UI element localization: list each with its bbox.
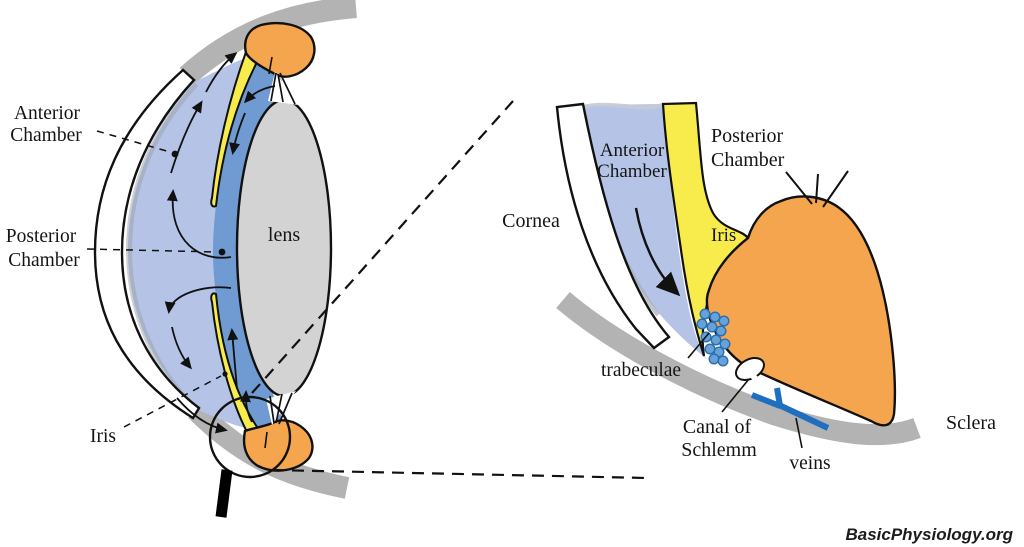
cornea-band bbox=[93, 68, 201, 420]
flow-arrow-to-bottom-angle bbox=[176, 397, 228, 434]
label-posterior-chamber-detail-line2: Chamber bbox=[711, 149, 785, 171]
right-panel-labels: Cornea Anterior Chamber Posterior Chambe… bbox=[502, 125, 996, 474]
label-posterior-chamber-line2: Chamber bbox=[8, 250, 80, 271]
flow-arrow-to-top-angle bbox=[205, 52, 238, 93]
flow-arrow-up-anterior bbox=[170, 100, 203, 174]
magnifier-handle-icon bbox=[215, 469, 233, 518]
flow-loop-upper bbox=[166, 189, 232, 259]
label-anterior-chamber-line1: Anterior bbox=[14, 103, 81, 124]
zoom-connector-lines bbox=[251, 100, 649, 480]
label-iris-detail: Iris bbox=[711, 225, 736, 246]
iris-pointer-dot bbox=[222, 371, 228, 377]
label-trabeculae: trabeculae bbox=[601, 360, 681, 381]
trabecular-meshwork bbox=[696, 308, 731, 367]
label-canal-line1: Canal of bbox=[683, 416, 752, 438]
label-posterior-chamber-line1: Posterior bbox=[6, 226, 77, 247]
sclera-band-detail bbox=[556, 292, 921, 446]
anterior-chamber-dot bbox=[171, 150, 179, 158]
magnifier-circle-icon bbox=[208, 395, 292, 479]
ciliary-body-bottom bbox=[242, 419, 314, 472]
label-iris: Iris bbox=[90, 426, 116, 447]
iris-pointer bbox=[123, 375, 222, 428]
label-lens: lens bbox=[268, 224, 300, 246]
lens-shape bbox=[235, 98, 333, 398]
label-anterior-chamber-detail-line2: Chamber bbox=[597, 161, 667, 182]
left-label-pointers bbox=[86, 130, 222, 428]
right-panel-angle-detail bbox=[555, 101, 921, 449]
left-panel-eye-section bbox=[93, 0, 357, 518]
posterior-chamber-dot bbox=[218, 248, 226, 256]
site-credit: BasicPhysiology.org bbox=[845, 525, 1013, 544]
left-panel-labels: Anterior Chamber Posterior Chamber Iris … bbox=[6, 103, 301, 447]
posterior-chamber-pointer bbox=[86, 248, 218, 253]
veins-pointer bbox=[795, 417, 803, 449]
chamber-top-shading bbox=[582, 102, 663, 110]
label-anterior-chamber-detail-line1: Anterior bbox=[600, 140, 665, 161]
zonule-fibres-detail bbox=[785, 170, 849, 208]
aqueous-flow-arrows bbox=[164, 52, 276, 434]
ciliary-body-top-crease bbox=[268, 56, 273, 75]
label-posterior-chamber-detail-line1: Posterior bbox=[711, 125, 784, 147]
label-veins: veins bbox=[789, 453, 830, 474]
flow-arrow-down-anterior bbox=[171, 326, 192, 370]
zoom-connector-lower bbox=[271, 468, 649, 480]
vein-shape bbox=[750, 387, 830, 431]
flow-arrow-up-posterior-1 bbox=[227, 328, 239, 390]
trabeculae-pointer bbox=[687, 332, 710, 359]
drainage-arrow bbox=[750, 373, 773, 396]
canal-pointer bbox=[721, 378, 750, 413]
flow-arrow-detail bbox=[634, 207, 681, 297]
label-canal-line2: Schlemm bbox=[681, 439, 757, 461]
label-cornea: Cornea bbox=[502, 210, 560, 232]
ciliary-body-bottom-crease bbox=[264, 431, 268, 449]
flow-arrow-down-posterior-2 bbox=[229, 112, 246, 155]
label-sclera: Sclera bbox=[946, 412, 996, 434]
label-anterior-chamber-line2: Chamber bbox=[10, 125, 82, 146]
cornea-band-detail bbox=[555, 102, 671, 350]
right-label-pointers bbox=[687, 332, 803, 449]
flow-arrow-down-posterior-1 bbox=[243, 85, 276, 104]
flow-loop-lower bbox=[164, 286, 232, 314]
zoom-connector-upper bbox=[251, 100, 514, 394]
flow-arrow-up-posterior-2 bbox=[239, 390, 253, 423]
ciliary-body-top bbox=[244, 21, 316, 78]
